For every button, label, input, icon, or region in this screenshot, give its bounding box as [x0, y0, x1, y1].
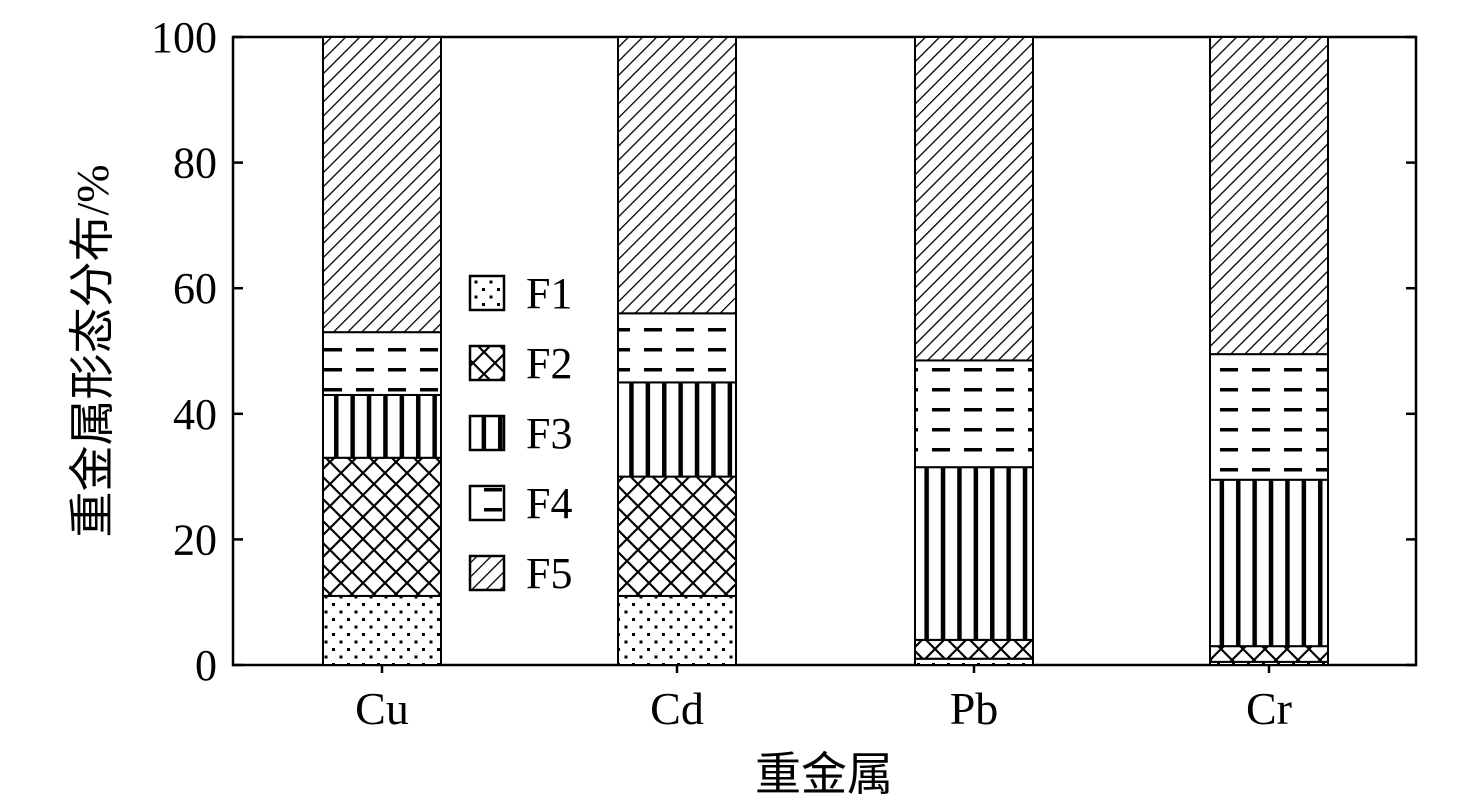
- bars-layer: [322, 36, 1329, 666]
- x-tick-label-cr: Cr: [1246, 683, 1292, 734]
- y-tick-label: 60: [173, 264, 217, 313]
- bar-segment-cr-f4: [1209, 353, 1329, 481]
- legend-swatch-f5: [468, 554, 506, 592]
- bar-segment-pb-f2: [914, 638, 1034, 660]
- y-tick-label: 40: [173, 390, 217, 439]
- bar-segment-cr-f2: [1209, 645, 1329, 663]
- y-axis-title: 重金属形态分布/%: [67, 164, 118, 537]
- bar-segment-cu-f2: [322, 456, 442, 597]
- legend-swatch-f2: [468, 344, 506, 382]
- bar-segment-cr-f5: [1209, 36, 1329, 356]
- bar-segment-pb-f3: [914, 466, 1034, 641]
- y-tick-label: 0: [195, 641, 217, 690]
- bar-segment-cd-f5: [617, 36, 737, 315]
- x-axis-title: 重金属: [755, 749, 893, 800]
- x-axis: Cu Cd Pb Cr: [355, 665, 1292, 734]
- x-tick-label-cd: Cd: [650, 683, 704, 734]
- legend-label-f3: F3: [526, 409, 572, 458]
- legend-label-f2: F2: [526, 339, 572, 388]
- bar-segment-cd-f2: [617, 475, 737, 597]
- legend-swatch-f3: [468, 414, 506, 452]
- legend-swatch-f1: [468, 274, 506, 312]
- y-tick-label: 100: [151, 13, 217, 62]
- bar-segment-cu-f5: [322, 36, 442, 334]
- bar-segment-cr-f3: [1209, 478, 1329, 648]
- x-tick-label-pb: Pb: [950, 683, 999, 734]
- legend-label-f5: F5: [526, 549, 572, 598]
- bar-segment-cu-f4: [322, 331, 442, 396]
- x-tick-label-cu: Cu: [355, 683, 409, 734]
- legend-label-f4: F4: [526, 479, 572, 528]
- bar-segment-cu-f3: [322, 393, 442, 459]
- y-axis: 0 20 40 60 80 100: [151, 13, 1416, 690]
- bar-segment-cd-f3: [617, 381, 737, 478]
- bar-segment-cd-f4: [617, 312, 737, 384]
- y-tick-label: 20: [173, 515, 217, 564]
- bar-segment-pb-f5: [914, 36, 1034, 362]
- bar-segment-cu-f1: [322, 594, 442, 666]
- bar-segment-cd-f1: [617, 594, 737, 666]
- legend-label-f1: F1: [526, 269, 572, 318]
- legend-swatch-f4: [468, 484, 506, 522]
- bar-segment-pb-f4: [914, 359, 1034, 469]
- y-tick-label: 80: [173, 139, 217, 188]
